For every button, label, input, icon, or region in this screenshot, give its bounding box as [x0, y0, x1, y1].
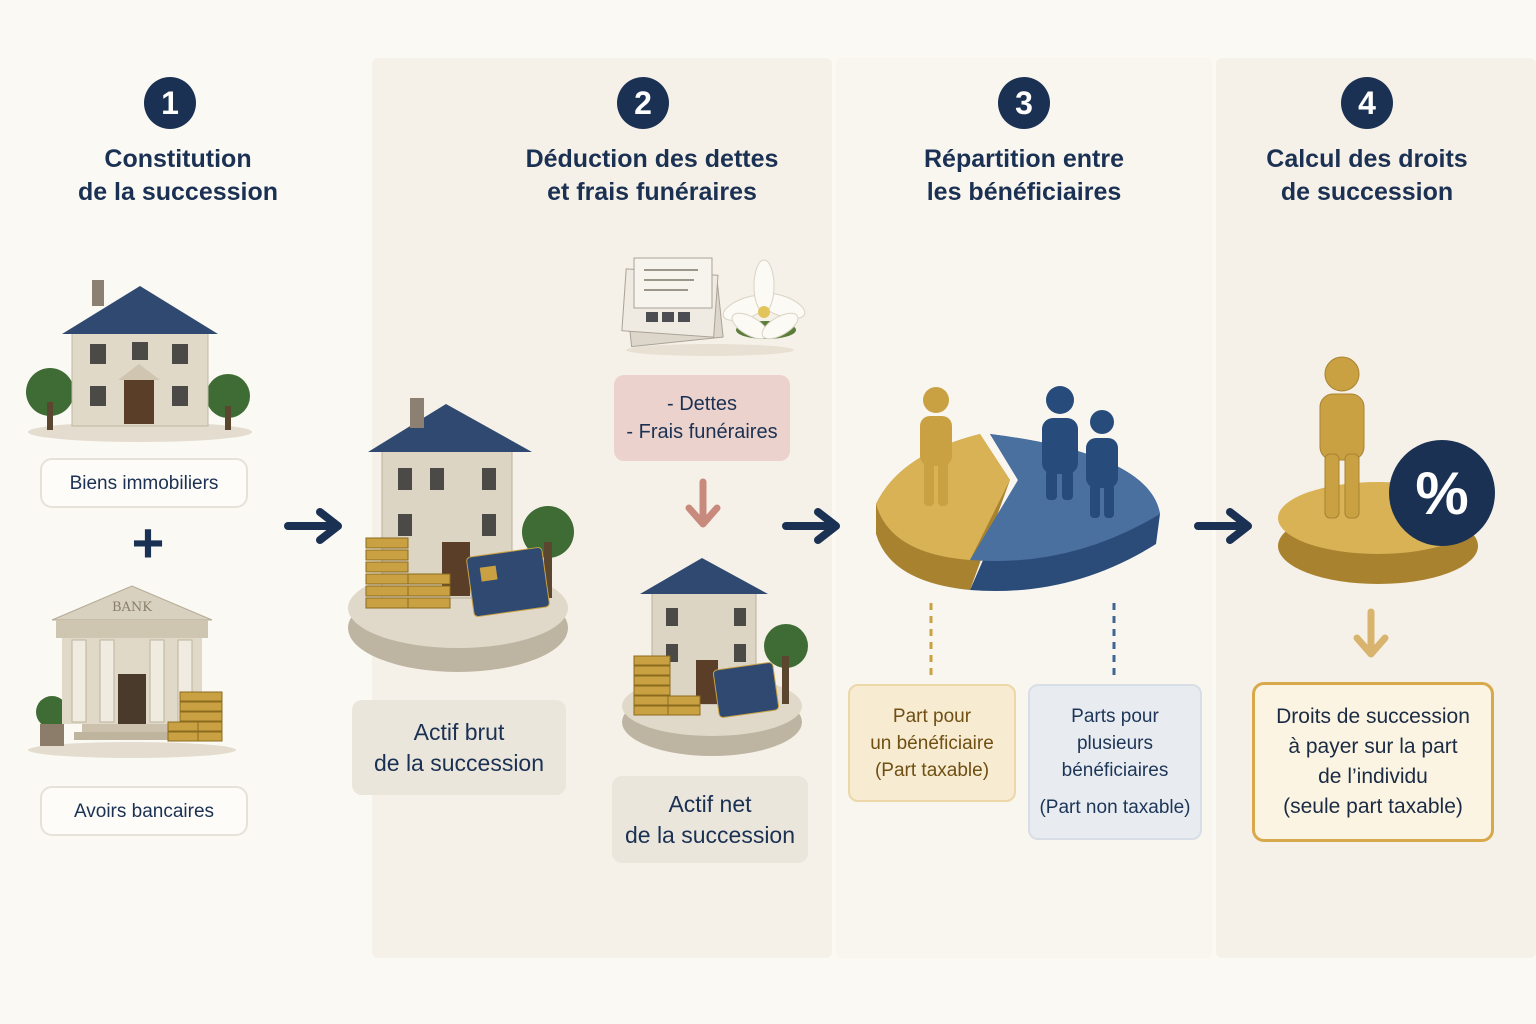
arrow-right-icon: [1196, 506, 1258, 546]
house-icon: [22, 272, 262, 442]
step-3-title-line1: Répartition entre: [864, 143, 1184, 176]
step-2-title-line2: et frais funéraires: [492, 176, 812, 209]
arrow-down-icon: [683, 480, 723, 532]
non-taxable-share-line3: bénéficiaires: [1062, 757, 1169, 784]
non-taxable-share-line1: Parts pour: [1071, 703, 1159, 730]
step-1-title-line1: Constitution: [18, 143, 338, 176]
debts-label: - Dettes: [667, 390, 737, 418]
arrow-right-icon: [286, 506, 348, 546]
net-assets-box: Actif net de la succession: [612, 776, 808, 863]
net-assets-line2: de la succession: [625, 820, 795, 851]
gross-assets-line2: de la succession: [374, 748, 544, 779]
taxable-share-line3: (Part taxable): [875, 757, 989, 784]
gross-estate-icon: [346, 392, 586, 682]
taxable-share-box: Part pour un bénéficiaire (Part taxable): [848, 684, 1016, 802]
arrow-down-icon: [1351, 610, 1391, 662]
result-line4: (seule part taxable): [1283, 792, 1463, 822]
step-1-title: Constitution de la succession: [18, 143, 338, 209]
step-3-badge: 3: [998, 77, 1050, 129]
arrow-right-icon: [784, 506, 846, 546]
non-taxable-share-line2: plusieurs: [1077, 730, 1153, 757]
step-2-title: Déduction des dettes et frais funéraires: [492, 143, 812, 209]
result-line3: de l’individu: [1318, 762, 1428, 792]
deductions-box: - Dettes - Frais funéraires: [614, 375, 790, 461]
step-3-title: Répartition entre les bénéficiaires: [864, 143, 1184, 209]
step-4-badge: 4: [1341, 77, 1393, 129]
taxable-share-line1: Part pour: [893, 703, 971, 730]
dashed-connector-blue: [1112, 603, 1116, 681]
step-3-title-line2: les bénéficiaires: [864, 176, 1184, 209]
step-4-title: Calcul des droits de succession: [1207, 143, 1527, 209]
step-2-badge: 2: [617, 77, 669, 129]
pie-distribution-icon: [870, 384, 1170, 604]
real-estate-label: Biens immobiliers: [40, 458, 248, 508]
gross-assets-box: Actif brut de la succession: [352, 700, 566, 795]
step-1-title-line2: de la succession: [18, 176, 338, 209]
step-1-badge: 1: [144, 77, 196, 129]
dashed-connector-gold: [929, 603, 933, 681]
non-taxable-share-line4: (Part non taxable): [1039, 794, 1190, 821]
percent-icon: %: [1389, 440, 1495, 546]
non-taxable-share-box: Parts pour plusieurs bénéficiaires (Part…: [1028, 684, 1202, 840]
bank-sign-text: BANK: [102, 600, 162, 615]
net-estate-icon: [612, 556, 812, 766]
result-line2: à payer sur la part: [1288, 732, 1457, 762]
funeral-costs-label: - Frais funéraires: [626, 418, 777, 446]
net-assets-line1: Actif net: [668, 789, 751, 820]
documents-flower-icon: [614, 250, 804, 360]
gross-assets-line1: Actif brut: [414, 717, 505, 748]
bank-accounts-label: Avoirs bancaires: [40, 786, 248, 836]
inheritance-tax-result-box: Droits de succession à payer sur la part…: [1252, 682, 1494, 842]
plus-sign: +: [126, 518, 170, 568]
step-2-title-line1: Déduction des dettes: [492, 143, 812, 176]
step-4-title-line1: Calcul des droits: [1207, 143, 1527, 176]
result-line1: Droits de succession: [1276, 702, 1470, 732]
taxable-share-line2: un bénéficiaire: [870, 730, 994, 757]
step-4-title-line2: de succession: [1207, 176, 1527, 209]
